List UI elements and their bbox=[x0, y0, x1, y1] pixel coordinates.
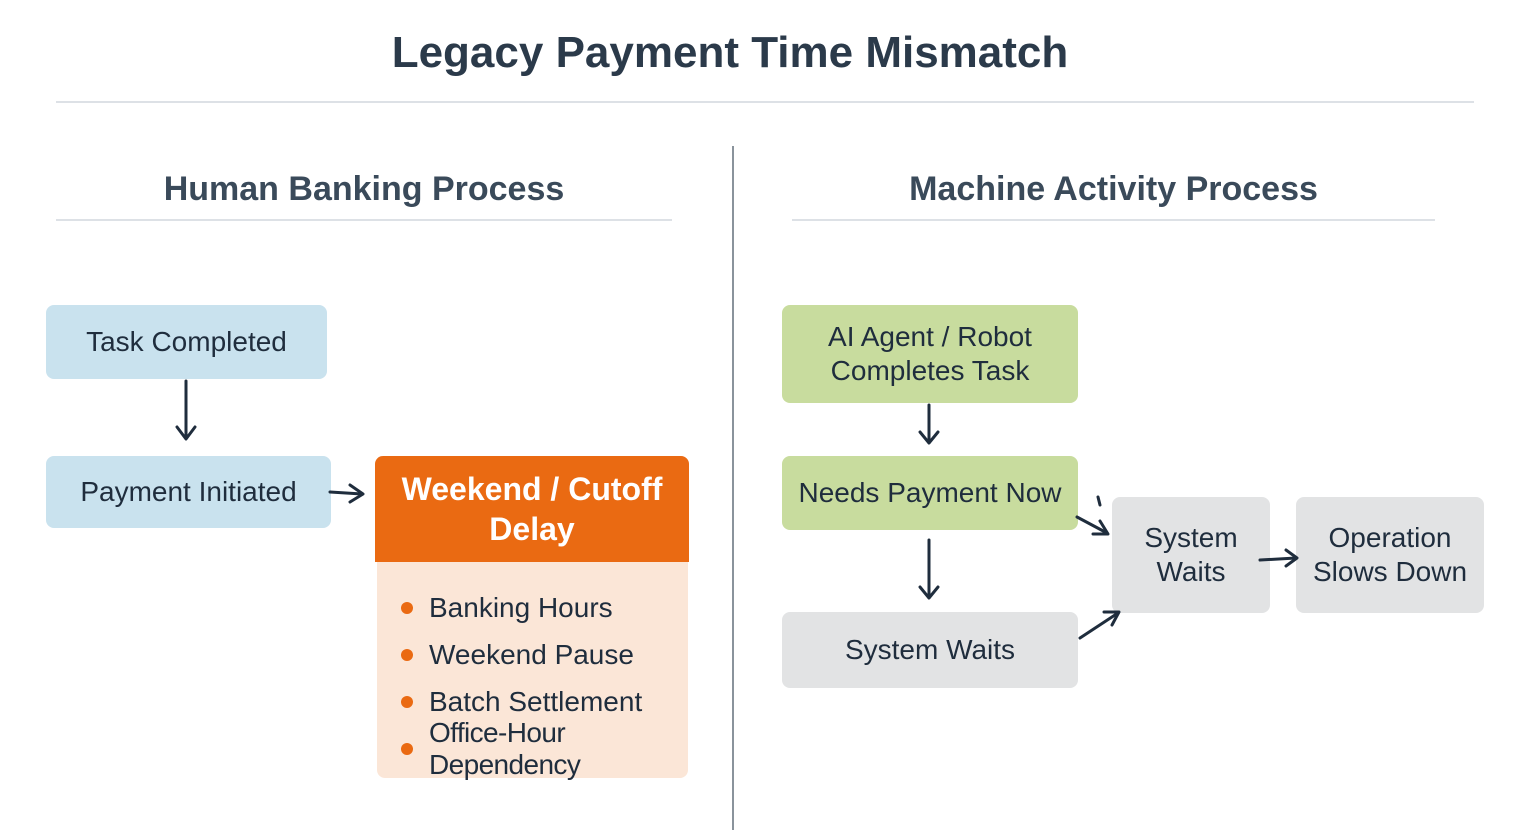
human-banking-heading: Human Banking Process bbox=[163, 170, 565, 208]
arrow-agent-to-needs-payment-icon bbox=[918, 403, 940, 445]
list-item: Batch Settlement bbox=[401, 678, 688, 725]
needs-payment-box: Needs Payment Now bbox=[782, 456, 1078, 530]
payment-initiated-box: Payment Initiated bbox=[46, 456, 331, 528]
weekend-cutoff-delay-box: Weekend / Cutoff Delay bbox=[375, 456, 689, 562]
bullet-dot-icon bbox=[401, 742, 413, 755]
weekend-cutoff-delay-label: Weekend / Cutoff Delay bbox=[401, 471, 663, 547]
right-heading-divider bbox=[792, 219, 1435, 221]
arrow-needs-payment-to-system-waits-bottom-icon bbox=[918, 538, 940, 600]
bullet-dot-icon bbox=[401, 601, 413, 614]
bullet-dot-icon bbox=[401, 695, 413, 708]
arrow-needs-payment-to-system-waits-icon bbox=[1075, 495, 1110, 536]
needs-payment-label: Needs Payment Now bbox=[798, 477, 1062, 509]
bullet-dot-icon bbox=[401, 648, 413, 661]
delay-reasons-panel: Banking Hours Weekend Pause Batch Settle… bbox=[377, 562, 688, 780]
ai-agent-task-label: AI Agent / Robot Completes Task bbox=[828, 321, 1032, 386]
operation-slows-box: Operation Slows Down bbox=[1296, 497, 1484, 613]
delay-reasons-list: Banking Hours Weekend Pause Batch Settle… bbox=[401, 584, 688, 780]
ai-agent-task-box: AI Agent / Robot Completes Task bbox=[782, 305, 1078, 403]
operation-slows-label: Operation Slows Down bbox=[1312, 522, 1468, 587]
section-divider bbox=[732, 146, 734, 830]
system-waits-label: System Waits bbox=[1144, 522, 1238, 587]
list-item: Banking Hours bbox=[401, 584, 688, 631]
page-title: Legacy Payment Time Mismatch bbox=[391, 28, 1069, 77]
system-waits-box: System Waits bbox=[1112, 497, 1270, 613]
list-item: Weekend Pause bbox=[401, 631, 688, 678]
title-divider bbox=[56, 101, 1474, 103]
machine-activity-heading: Machine Activity Process bbox=[909, 170, 1318, 208]
task-completed-box: Task Completed bbox=[46, 305, 327, 379]
system-waits-bottom-label: System Waits bbox=[844, 634, 1016, 666]
arrow-system-waits-bottom-to-system-waits-icon bbox=[1078, 610, 1121, 640]
arrow-task-to-payment-icon bbox=[175, 379, 197, 441]
left-heading-divider bbox=[56, 219, 672, 221]
arrow-system-waits-to-operation-icon bbox=[1258, 548, 1299, 568]
system-waits-bottom-box: System Waits bbox=[782, 612, 1078, 688]
payment-initiated-label: Payment Initiated bbox=[80, 476, 297, 508]
list-item: Office-Hour Dependency bbox=[401, 717, 688, 780]
task-completed-label: Task Completed bbox=[86, 326, 287, 358]
arrow-payment-to-delay-icon bbox=[328, 483, 365, 504]
